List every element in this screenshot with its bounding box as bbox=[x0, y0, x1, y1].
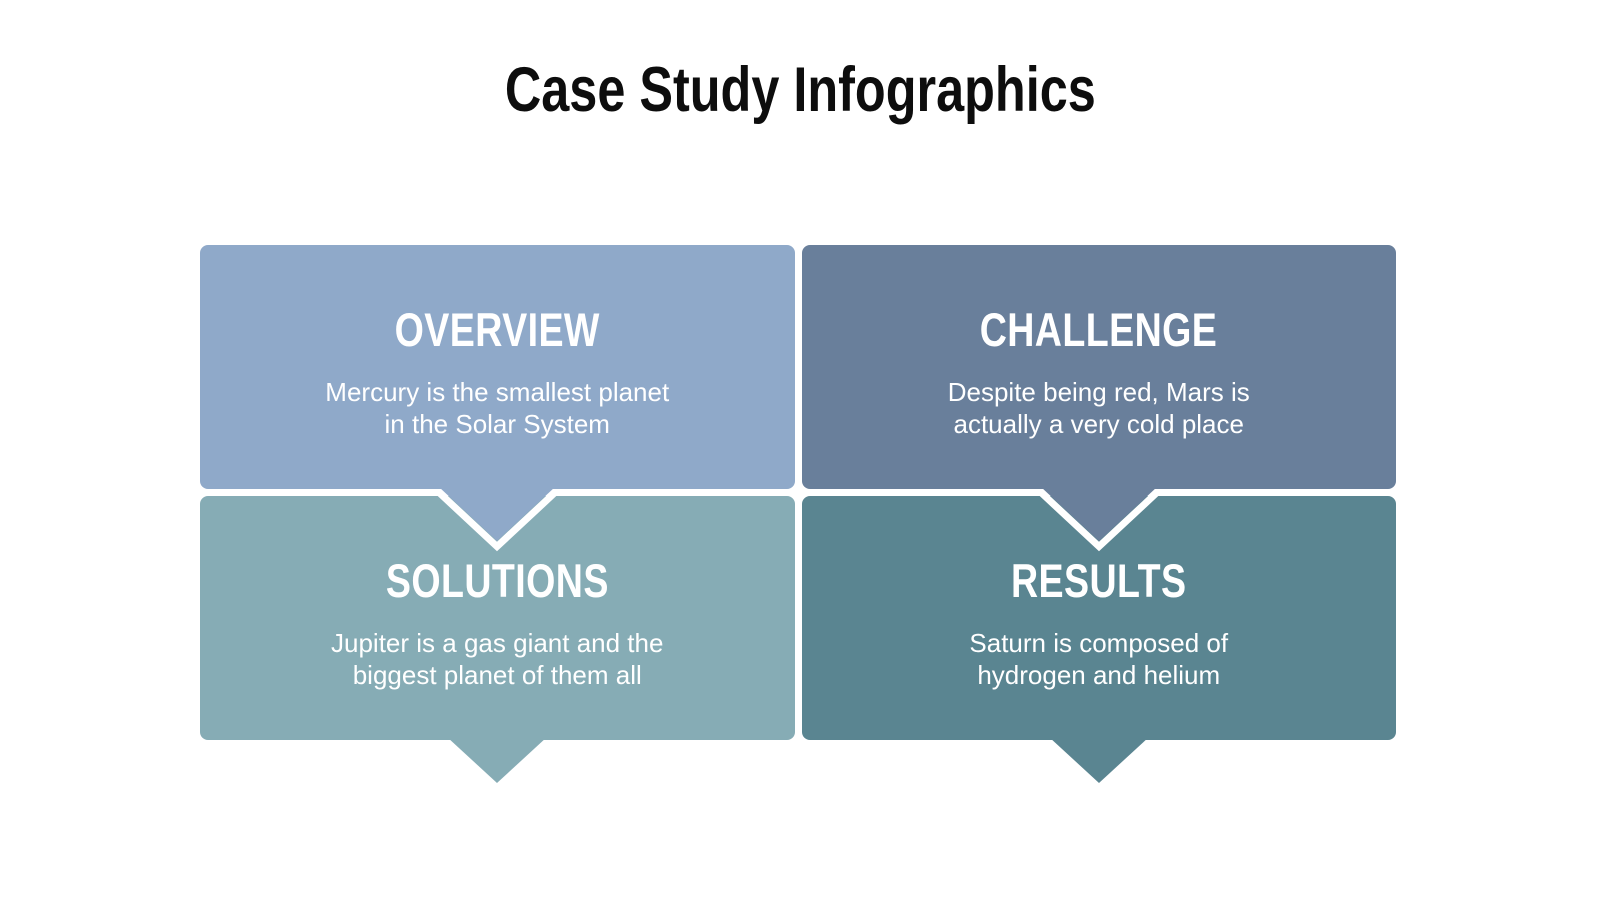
card-overview-title-text: OVERVIEW bbox=[394, 303, 600, 356]
column-left: OVERVIEW Mercury is the smallest planet … bbox=[200, 245, 795, 783]
card-challenge: CHALLENGE Despite being red, Mars is act… bbox=[801, 245, 1397, 489]
card-challenge-title: CHALLENGE bbox=[802, 303, 1397, 356]
card-solutions-title: SOLUTIONS bbox=[200, 554, 795, 607]
card-results-title: RESULTS bbox=[802, 554, 1397, 607]
card-solutions-body: Jupiter is a gas giant and the biggest p… bbox=[331, 628, 664, 690]
card-solutions-title-text: SOLUTIONS bbox=[385, 554, 609, 607]
card-challenge-title-text: CHALLENGE bbox=[979, 303, 1218, 356]
page-title-text: Case Study Infographics bbox=[504, 55, 1096, 125]
card-overview: OVERVIEW Mercury is the smallest planet … bbox=[200, 245, 795, 489]
card-overview-body: Mercury is the smallest planet in the So… bbox=[325, 377, 670, 439]
card-challenge-body: Despite being red, Mars is actually a ve… bbox=[947, 377, 1250, 439]
column-right: CHALLENGE Despite being red, Mars is act… bbox=[801, 245, 1397, 783]
card-results-title-text: RESULTS bbox=[1011, 554, 1187, 607]
card-results-body: Saturn is composed of hydrogen and heliu… bbox=[969, 628, 1229, 690]
card-solutions: SOLUTIONS Jupiter is a gas giant and the… bbox=[200, 496, 795, 740]
card-results: RESULTS Saturn is composed of hydrogen a… bbox=[801, 496, 1397, 740]
arrow-down-tail-icon bbox=[1050, 739, 1147, 783]
page-title: Case Study Infographics bbox=[0, 54, 1600, 126]
infographic-grid: OVERVIEW Mercury is the smallest planet … bbox=[200, 245, 1397, 783]
arrow-down-tail-icon bbox=[449, 739, 546, 783]
card-overview-title: OVERVIEW bbox=[200, 303, 795, 356]
